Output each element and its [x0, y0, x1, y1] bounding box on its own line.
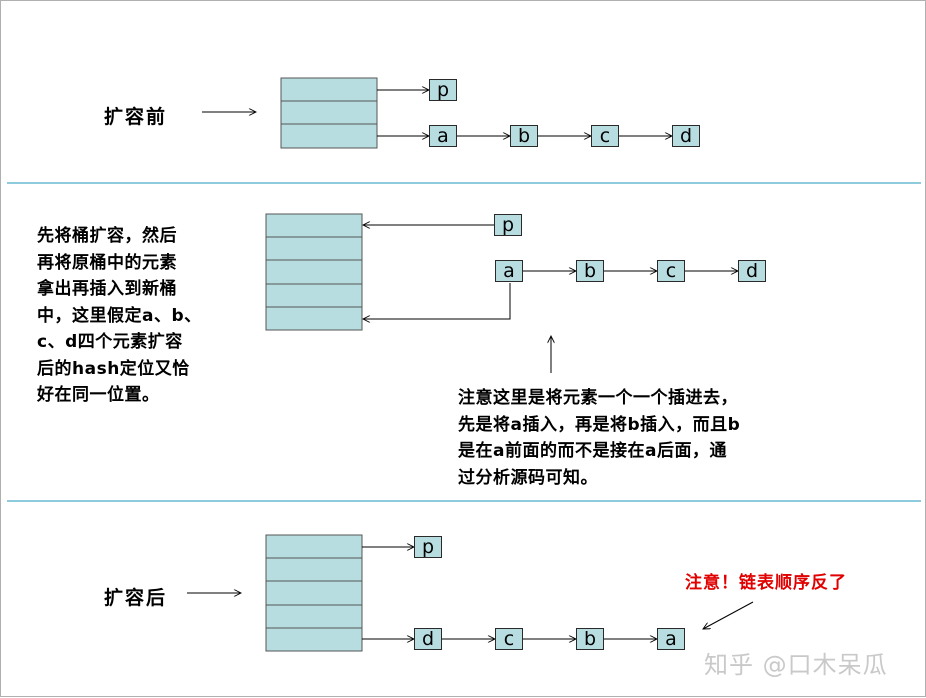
watermark: 知乎 @口木呆瓜 [704, 651, 888, 679]
warning-text: 注意！链表顺序反了 [685, 573, 847, 593]
description-line: 拿出再插入到新桶 [37, 279, 177, 299]
description-line: 后的hash定位又恰 [37, 358, 190, 379]
description-line: 好在同一位置。 [37, 385, 160, 405]
arrow-a-to-bucket-middle [363, 283, 511, 319]
bucket-array-after [265, 534, 363, 652]
node-p-middle: p [494, 214, 522, 236]
description-text: 先将桶扩容，然后 再将原桶中的元素 拿出再插入到新桶 中，这里假定a、b、 c、… [37, 223, 202, 409]
node-a-middle: a [495, 260, 523, 282]
note-text: 注意这里是将元素一个一个插进去， 先是将a插入，再是将b插入，而且b 是在a前面… [458, 385, 740, 491]
label-before-expansion: 扩容前 [104, 106, 168, 128]
node-c-before: c [591, 125, 619, 147]
node-b-before: b [510, 125, 538, 147]
description-line: 先将桶扩容，然后 [37, 226, 177, 246]
node-p-after: p [414, 536, 442, 558]
node-d-before: d [672, 125, 700, 147]
node-c-after: c [495, 628, 523, 650]
note-line: 注意这里是将元素一个一个插进去， [458, 388, 738, 408]
label-after-expansion: 扩容后 [104, 587, 168, 609]
node-d-after: d [414, 628, 442, 650]
note-line: 先是将a插入，再是将b插入，而且b [458, 414, 741, 435]
node-c-middle: c [657, 260, 685, 282]
arrow-warning [703, 601, 754, 629]
node-b-after: b [576, 628, 604, 650]
bucket-array-before [280, 77, 378, 149]
note-line: 是在a前面的而不是接在a后面，通 [458, 441, 727, 461]
description-line: 中，这里假定a、b、 [37, 305, 202, 326]
node-a-before: a [429, 125, 457, 147]
node-d-middle: d [738, 260, 766, 282]
node-p-before: p [429, 79, 457, 101]
description-line: c、d四个元素扩容 [37, 332, 183, 352]
node-a-after: a [657, 628, 685, 650]
note-line: 过分析源码可知。 [458, 467, 598, 488]
node-b-middle: b [576, 260, 604, 282]
description-line: 再将原桶中的元素 [37, 252, 177, 273]
bucket-array-middle [265, 213, 363, 331]
